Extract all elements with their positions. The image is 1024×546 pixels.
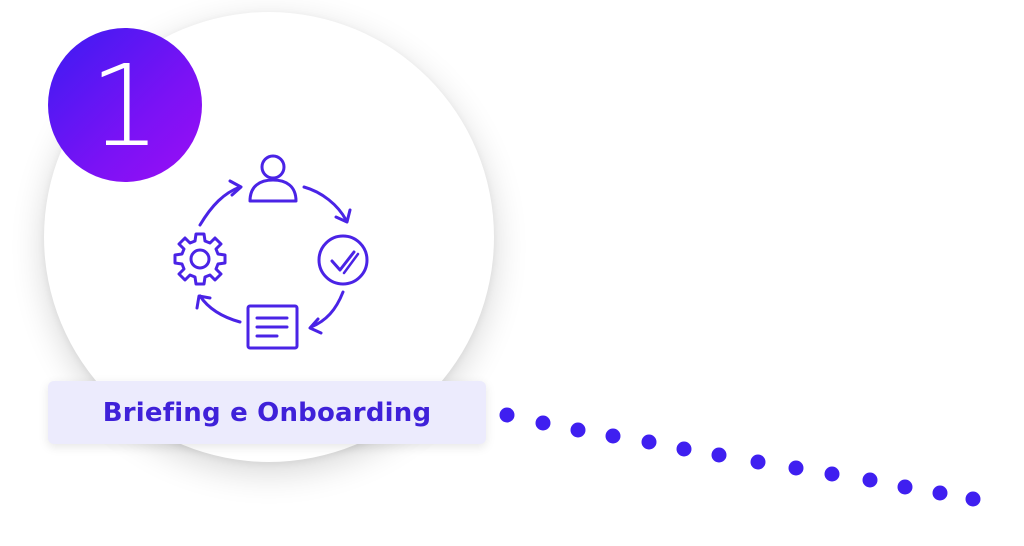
arrow-icon: [302, 185, 352, 224]
trail-dot: [932, 485, 948, 501]
trail-dot: [788, 460, 804, 476]
user-icon: [248, 154, 298, 203]
trail-dot: [965, 491, 981, 507]
trail-dot: [824, 466, 840, 482]
process-cycle-icon: [173, 154, 369, 350]
step-number-badge: 1: [48, 28, 202, 182]
step-number: 1: [89, 42, 161, 172]
trail-dot: [750, 454, 766, 470]
trail-dot: [499, 407, 515, 423]
trail-dot: [535, 415, 551, 431]
check-circle-icon: [317, 234, 369, 286]
trail-dot: [605, 428, 621, 444]
trail-dot: [641, 434, 657, 450]
gear-icon: [173, 232, 227, 286]
trail-dot: [676, 441, 692, 457]
step-title: Briefing e Onboarding: [102, 397, 432, 428]
arrow-icon: [198, 179, 243, 227]
trail-dot: [570, 422, 586, 438]
arrow-icon: [195, 294, 242, 324]
step-title-box: Briefing e Onboarding: [48, 381, 486, 444]
trail-dot: [711, 447, 727, 463]
document-icon: [246, 304, 299, 350]
arrow-icon: [308, 290, 345, 335]
trail-dot: [897, 479, 913, 495]
trail-dot: [862, 472, 878, 488]
